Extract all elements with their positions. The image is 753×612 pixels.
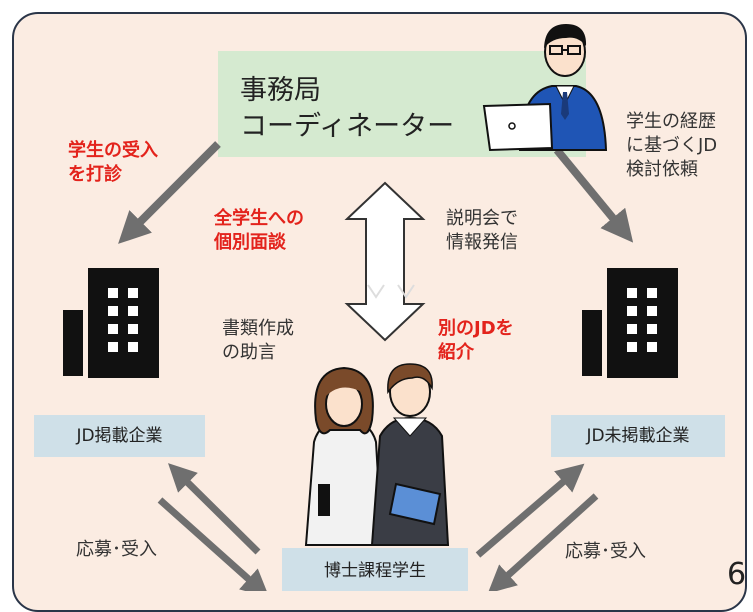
students-node: 博士課程学生 (282, 548, 468, 591)
jd-review-label: 学生の経歴 に基づくJD 検討依頼 (626, 111, 718, 180)
page-number: 6 (727, 557, 747, 592)
arrow-students-to-non-jd-company (475, 463, 585, 558)
arrow-coordinator-to-jd-company (118, 141, 221, 244)
non-jd-company-building-icon (582, 268, 678, 378)
sound-out-label: 学生の受入 を打診 (68, 140, 158, 185)
apply-right-label: 応募･受入 (565, 541, 646, 562)
diagram-graphics (63, 24, 678, 591)
arrow-jd-company-to-students (157, 497, 270, 591)
coordinator-person-icon (482, 24, 608, 152)
two-way-arrow (344, 181, 426, 342)
jd-company-building-icon (63, 268, 159, 378)
students-icon (304, 363, 450, 546)
info-session-label: 説明会で 情報発信 (446, 208, 518, 253)
coordinator-label: 事務局 コーディネーター (240, 75, 455, 142)
arrow-students-to-jd-company (168, 463, 261, 555)
other-jd-label: 別のJDを 紹介 (438, 318, 514, 363)
apply-left-label: 応募･受入 (76, 539, 157, 560)
interviews-label: 全学生への 個別面談 (214, 208, 304, 253)
doc-advice-label: 書類作成 の助言 (222, 318, 294, 363)
arrow-coordinator-to-non-jd-company (553, 147, 634, 243)
jd-company-node: JD掲載企業 (34, 415, 205, 457)
arrow-non-jd-company-to-students (487, 493, 599, 591)
non-jd-company-node: JD未掲載企業 (551, 415, 725, 457)
